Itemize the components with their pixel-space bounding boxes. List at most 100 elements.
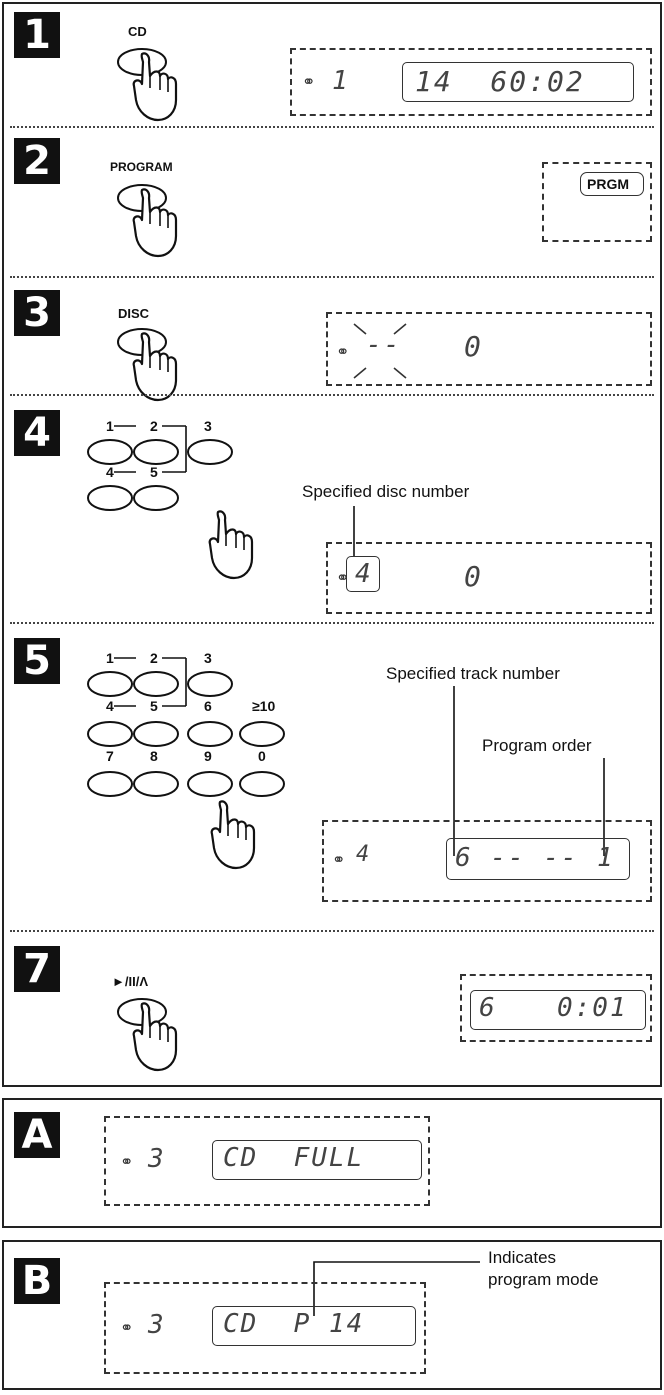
key-1-label: 1 [106, 650, 114, 666]
key-3-button[interactable] [187, 439, 233, 465]
panel-b: B Indicates program mode ⚭ 3 CD P 14 [2, 1240, 662, 1390]
disc-icon: ⚭ [120, 1154, 134, 1171]
segment-readout: 6 -- -- 1 [446, 838, 630, 880]
annotation-leader-line [313, 1261, 480, 1316]
pointing-hand-icon [132, 332, 178, 402]
pointing-hand-icon [132, 52, 178, 122]
key-7-label: 7 [106, 748, 114, 764]
key-1-label: 1 [106, 418, 114, 434]
lcd-display: ⚭ 4 0 [326, 542, 652, 614]
disc-number: 3 [148, 1144, 166, 1174]
divider [10, 126, 654, 128]
prgm-text: PRGM [587, 176, 629, 192]
key-6-label: 6 [204, 698, 212, 714]
step-7: 7 ►/II/Λ 6 0:01 [4, 932, 660, 1088]
blink-indicator [353, 323, 407, 379]
step-badge: 3 [14, 290, 60, 336]
annotation-leader-lines [453, 686, 605, 856]
lcd-display: ⚭ 3 CD P 14 [104, 1282, 426, 1374]
play-pause-button-label: ►/II/Λ [112, 974, 148, 989]
readout-text: 0 [464, 330, 483, 363]
readout-text: 14 60:02 [415, 65, 585, 98]
lcd-display: PRGM [542, 162, 652, 242]
readout-right: 1 [597, 843, 615, 873]
panel-a: A ⚭ 3 CD FULL [2, 1098, 662, 1228]
step-badge: 2 [14, 138, 60, 184]
track-number-annotation: Specified track number [386, 664, 560, 683]
segment-readout: CD FULL [212, 1140, 422, 1180]
key-4-label: 4 [106, 698, 114, 714]
key-5-button[interactable] [133, 721, 179, 747]
lcd-display: ⚭ 1 14 60:02 [290, 48, 652, 116]
program-button-label: PROGRAM [110, 160, 173, 174]
segment-readout: 14 60:02 [402, 62, 634, 102]
key-3-button[interactable] [187, 671, 233, 697]
panel-badge: A [14, 1112, 60, 1158]
numeric-keypad: 1 2 3 4 5 [87, 418, 233, 511]
divider [10, 622, 654, 624]
disc-icon: ⚭ [302, 74, 316, 91]
divider [10, 394, 654, 396]
panel-badge: B [14, 1258, 60, 1304]
key-9-button[interactable] [187, 771, 233, 797]
step-2: 2 PROGRAM PRGM [4, 128, 660, 276]
step-3: 3 DISC ⚭ -- 0 [4, 278, 660, 402]
readout-left: 6 -- -- [455, 843, 579, 873]
lcd-display: ⚭ -- 0 [326, 312, 652, 386]
key-4-label: 4 [106, 464, 114, 480]
key-5-label: 5 [150, 698, 158, 714]
cd-button-label: CD [128, 24, 147, 39]
disc-number: 1 [332, 66, 350, 96]
segment-readout: CD P 14 [212, 1306, 416, 1346]
disc-number: 4 [355, 559, 373, 589]
key-5-label: 5 [150, 464, 158, 480]
key-5-button[interactable] [133, 485, 179, 511]
lcd-display: ⚭ 4 6 -- -- 1 [322, 820, 652, 902]
readout-text: 0 [464, 560, 483, 593]
readout-left: 6 [479, 993, 497, 1023]
disc-icon: ⚭ [336, 344, 350, 361]
key-1-button[interactable] [87, 671, 133, 697]
key-3-label: 3 [204, 650, 212, 666]
steps-frame: 1 CD ⚭ 1 14 60:02 2 PROGRAM PRGM [2, 2, 662, 1087]
key-6-button[interactable] [187, 721, 233, 747]
lcd-display: 6 0:01 [460, 974, 652, 1042]
key-2-button[interactable] [133, 439, 179, 465]
step-1: 1 CD ⚭ 1 14 60:02 [4, 4, 660, 126]
segment-readout: 6 0:01 [470, 990, 646, 1030]
key-2-label: 2 [150, 650, 158, 666]
lcd-display: ⚭ 3 CD FULL [104, 1116, 430, 1206]
key-0-button[interactable] [239, 771, 285, 797]
step-4: 4 1 2 3 4 5 Specified disc number [4, 396, 660, 622]
key-2-label: 2 [150, 418, 158, 434]
key-8-label: 8 [150, 748, 158, 764]
pointing-hand-icon [132, 1002, 178, 1072]
key-3-label: 3 [204, 418, 212, 434]
numeric-keypad: 1 2 3 4 5 6 ≥10 7 8 9 0 [87, 650, 285, 797]
program-mode-annotation-line-1: Indicates [488, 1248, 557, 1267]
step-badge: 1 [14, 12, 60, 58]
step-badge: 5 [14, 638, 60, 684]
key-2-button[interactable] [133, 671, 179, 697]
readout-right: 0:01 [557, 993, 628, 1023]
key-4-button[interactable] [87, 721, 133, 747]
key-9-label: 9 [204, 748, 212, 764]
key-8-button[interactable] [133, 771, 179, 797]
disc-icon: ⚭ [120, 1320, 134, 1337]
key-1-button[interactable] [87, 439, 133, 465]
key-10-label: ≥10 [252, 698, 275, 714]
key-7-button[interactable] [87, 771, 133, 797]
step-badge: 4 [14, 410, 60, 456]
annotation-leader-line [353, 506, 355, 556]
divider [10, 276, 654, 278]
program-mode-annotation-line-2: program mode [488, 1270, 599, 1289]
program-order-annotation: Program order [482, 736, 592, 755]
pointing-hand-icon [132, 188, 178, 258]
key-10-button[interactable] [239, 721, 285, 747]
prgm-indicator: PRGM [580, 172, 644, 196]
disc-number-annotation: Specified disc number [302, 482, 470, 501]
key-0-label: 0 [258, 748, 266, 764]
step-5: 5 1 2 3 4 5 6 ≥10 7 8 9 0 [4, 624, 660, 930]
disc-icon: ⚭ [332, 852, 346, 869]
key-4-button[interactable] [87, 485, 133, 511]
